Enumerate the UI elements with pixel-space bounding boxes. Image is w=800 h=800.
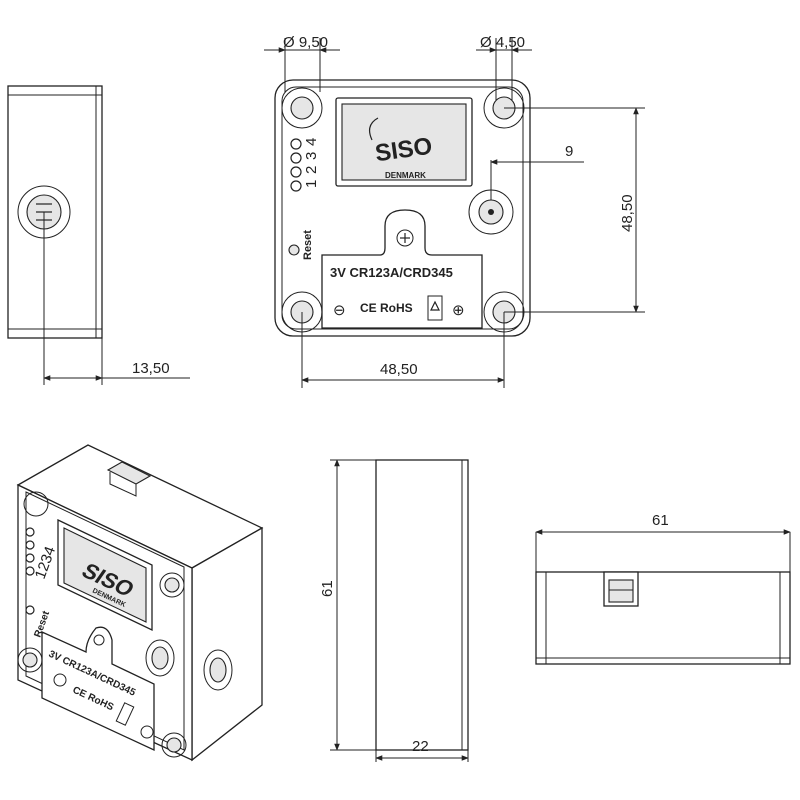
side-view-left: 13,50 <box>7 85 190 385</box>
corner-hole-top-left <box>281 87 323 129</box>
reset-button: Reset <box>288 230 314 260</box>
logo-panel: SISO DENMARK <box>335 97 473 187</box>
front-view: SISO DENMARK 1 2 3 4 Reset 3V CR123A/CRD <box>264 34 645 388</box>
dim-height-48-50: 48,50 <box>619 194 636 232</box>
led-number-1: 1 <box>303 180 320 188</box>
dim-hole-small: Ø 4,50 <box>480 34 525 51</box>
led-indicators: 1 2 3 4 <box>290 138 320 192</box>
battery-cover: 3V CR123A/CRD345 ⊖ CE RoHS ⊕ <box>321 209 483 329</box>
led-number-3: 3 <box>303 152 320 160</box>
top-latch <box>603 571 639 607</box>
dim-depth-13-50: 13,50 <box>132 360 170 377</box>
dim-width-48-50: 48,50 <box>380 361 418 378</box>
dim-depth-22: 22 <box>412 738 429 755</box>
dim-width-61: 61 <box>652 512 669 529</box>
dim-hole-large: Ø 9,50 <box>283 34 328 51</box>
dim-height-61: 61 <box>319 580 336 597</box>
battery-label: 3V CR123A/CRD345 <box>330 265 453 280</box>
minus-terminal: ⊖ <box>333 302 346 319</box>
side-view-bottom: 61 22 <box>319 459 469 762</box>
led-number-4: 4 <box>303 138 320 146</box>
cert-label: CE RoHS <box>360 301 413 315</box>
brand-subtitle: DENMARK <box>385 171 426 180</box>
reset-label: Reset <box>302 230 314 260</box>
dim-offset-9: 9 <box>565 143 573 160</box>
top-view: 61 <box>535 512 791 665</box>
plus-terminal: ⊕ <box>452 302 465 319</box>
led-number-2: 2 <box>303 166 320 174</box>
isometric-view: SISO DENMARK 1234 Reset 3V CR123A/CRD345… <box>16 444 264 762</box>
